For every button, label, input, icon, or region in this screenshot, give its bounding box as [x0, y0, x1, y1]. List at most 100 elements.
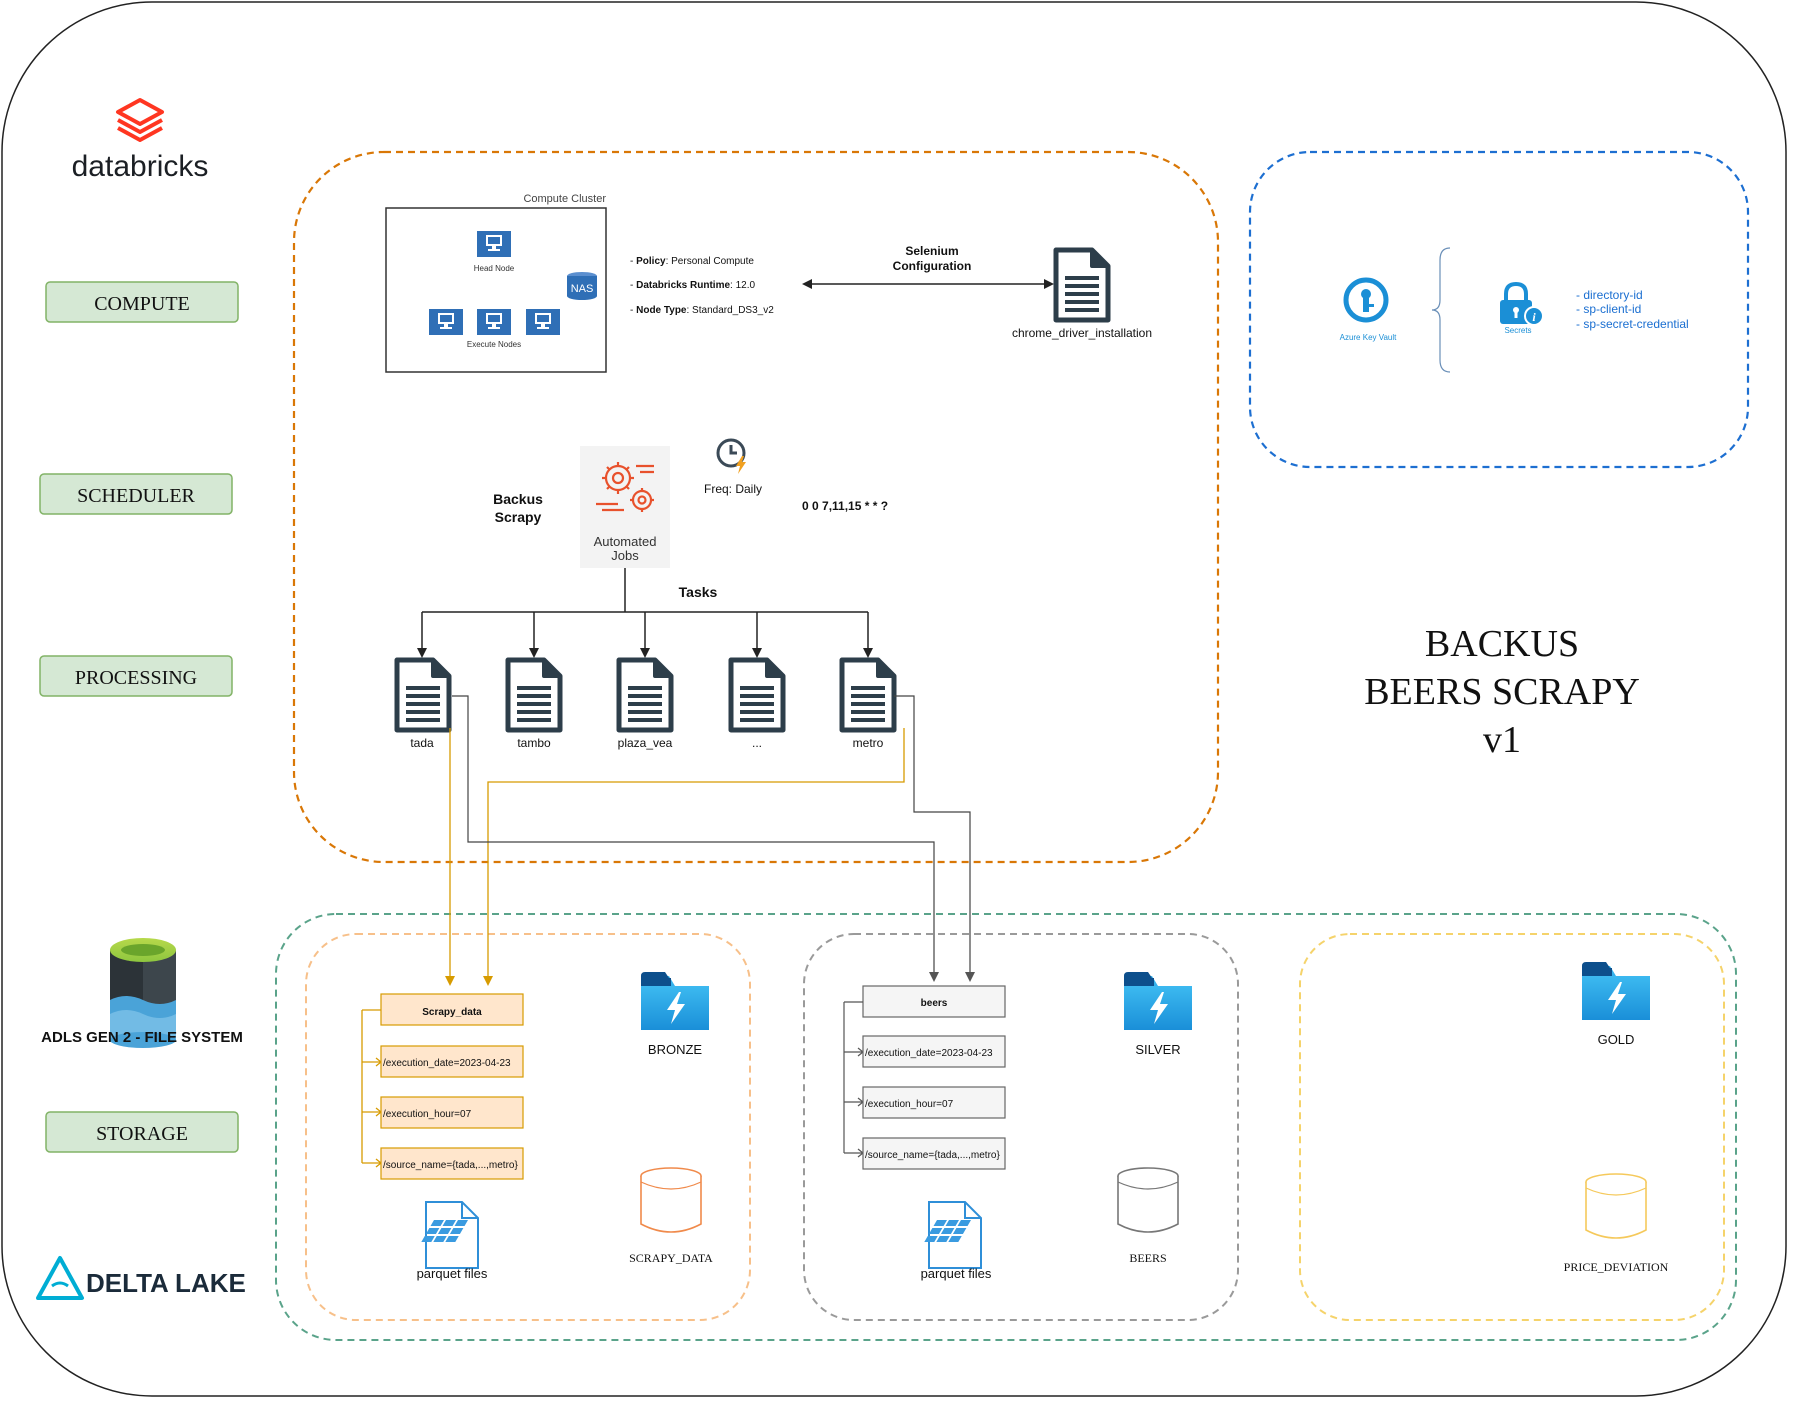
bronze-partition-date-label: /execution_date=2023-04-23	[383, 1058, 511, 1069]
config-policy: - Policy: Personal Compute	[630, 256, 754, 267]
section-compute: COMPUTE	[45, 281, 239, 323]
secrets-label: Secrets	[1504, 326, 1531, 335]
nas-icon: NAS	[567, 272, 597, 300]
task-tada-label: tada	[410, 736, 434, 750]
selenium-label-1: Selenium	[905, 244, 958, 258]
automated-jobs-label-2: Jobs	[611, 548, 639, 563]
adls-icon	[110, 938, 176, 1048]
gold-region	[1299, 933, 1725, 1321]
silver-connectors	[452, 695, 975, 982]
config-node-type: - Node Type: Standard_DS3_v2	[630, 305, 774, 316]
silver-partition-date-label: /execution_date=2023-04-23	[865, 1048, 993, 1059]
section-compute-label: COMPUTE	[94, 293, 190, 315]
task-plaza-vea-label: plaza_vea	[618, 736, 673, 750]
bronze-connectors	[445, 728, 905, 986]
bronze-partition-source-label: /source_name={tada,...,metro}	[383, 1160, 518, 1171]
secrets-brace	[1431, 247, 1451, 373]
task-metro: metro	[842, 660, 894, 750]
execute-node-vm-icon-2	[477, 309, 511, 335]
silver-root-folder	[862, 985, 1006, 1018]
databricks-icon	[116, 98, 164, 142]
automated-jobs-node: Automated Jobs	[580, 446, 670, 568]
title-line-1: BACKUS	[1425, 623, 1579, 665]
cluster-config: - Policy: Personal Compute - Databricks …	[630, 256, 774, 316]
task-ellipsis-label: ...	[752, 736, 762, 750]
silver-partition-source-label: /source_name={tada,...,metro}	[865, 1150, 1000, 1161]
task-plaza-vea: plaza_vea	[618, 660, 673, 750]
job-name-1: Backus	[493, 491, 543, 507]
section-storage-label: STORAGE	[96, 1123, 188, 1145]
chrome-driver-file-icon	[1056, 250, 1108, 320]
bronze-partition-hour-label: /execution_hour=07	[383, 1109, 472, 1120]
key-vault-region	[1248, 150, 1750, 469]
silver-partition-hour-label: /execution_hour=07	[865, 1099, 954, 1110]
delta-lake-wordmark: DELTA LAKE	[86, 1268, 246, 1298]
head-node-label: Head Node	[474, 264, 515, 273]
head-node-vm-icon	[477, 231, 511, 257]
silver-partition-hour	[862, 1086, 1006, 1119]
bronze-root-label: Scrapy_data	[422, 1007, 482, 1018]
svg-text:i: i	[1532, 310, 1536, 324]
delta-lake-icon	[36, 1256, 84, 1300]
bronze-folder-label: BRONZE	[648, 1042, 703, 1057]
bronze-parquet-icon	[420, 1201, 479, 1269]
frequency-label: Freq: Daily	[704, 482, 762, 496]
execute-node-vm-icon-3	[526, 309, 560, 335]
config-runtime: - Databricks Runtime: 12.0	[630, 280, 755, 291]
bronze-root-folder	[380, 993, 524, 1026]
gold-table-label: PRICE_DEVIATION	[1564, 1260, 1669, 1274]
bronze-parquet-label: parquet files	[417, 1266, 488, 1281]
secret-directory-id: - directory-id	[1576, 288, 1643, 302]
section-storage: STORAGE	[45, 1111, 239, 1153]
silver-folder-label: SILVER	[1135, 1042, 1180, 1057]
databricks-workspace-region	[292, 150, 1220, 864]
silver-parquet-label: parquet files	[921, 1266, 992, 1281]
bronze-partition-source	[380, 1147, 524, 1180]
tasks-label: Tasks	[679, 584, 718, 600]
bronze-table-icon	[640, 1167, 702, 1233]
bronze-region	[305, 933, 751, 1321]
silver-partition-source	[862, 1137, 1006, 1170]
task-tada-file-icon	[397, 660, 449, 730]
bronze-table-label: SCRAPY_DATA	[629, 1251, 713, 1265]
compute-cluster-title: Compute Cluster	[523, 193, 606, 205]
schedule-clock-icon	[716, 438, 746, 474]
section-scheduler-label: SCHEDULER	[77, 485, 195, 507]
silver-table-label: BEERS	[1129, 1251, 1166, 1265]
silver-root-label: beers	[921, 998, 948, 1009]
databricks-wordmark: databricks	[72, 150, 209, 183]
title-line-2: BEERS SCRAPY	[1364, 671, 1640, 713]
task-metro-label: metro	[853, 736, 884, 750]
task-ellipsis: ...	[731, 660, 783, 750]
task-tambo: tambo	[508, 660, 560, 750]
silver-parquet-icon	[923, 1201, 982, 1269]
execute-node-vm-icon-1	[429, 309, 463, 335]
automated-jobs-gear-icon	[596, 462, 654, 512]
automated-jobs-label-1: Automated	[594, 534, 657, 549]
key-vault-icon	[1343, 277, 1389, 323]
gold-folder-label: GOLD	[1598, 1032, 1635, 1047]
diagram-title: BACKUS BEERS SCRAPY v1	[1364, 623, 1640, 761]
chrome-driver-label: chrome_driver_installation	[1012, 326, 1152, 340]
section-processing: PROCESSING	[39, 655, 233, 697]
execute-nodes-label: Execute Nodes	[467, 340, 521, 349]
silver-folder-icon	[1124, 972, 1192, 1030]
silver-partition-tree: beers /execution_date=2023-04-23 /execut…	[843, 985, 1006, 1170]
secrets-icon: i	[1500, 281, 1544, 326]
task-tambo-label: tambo	[517, 736, 551, 750]
nas-label: NAS	[571, 283, 594, 295]
bronze-folder-icon	[641, 972, 709, 1030]
task-plaza-vea-file-icon	[619, 660, 671, 730]
bronze-partition-date	[380, 1045, 524, 1078]
section-processing-label: PROCESSING	[75, 667, 197, 689]
cron-expression: 0 0 7,11,15 * * ?	[802, 499, 888, 513]
storage-region	[275, 913, 1737, 1341]
tasks-tree	[417, 568, 873, 658]
silver-table-icon	[1117, 1167, 1179, 1233]
gold-folder-icon	[1582, 962, 1650, 1020]
compute-cluster: Compute Cluster Head Node Execute Nodes …	[385, 193, 607, 373]
silver-region	[803, 933, 1239, 1321]
title-line-3: v1	[1483, 719, 1521, 761]
